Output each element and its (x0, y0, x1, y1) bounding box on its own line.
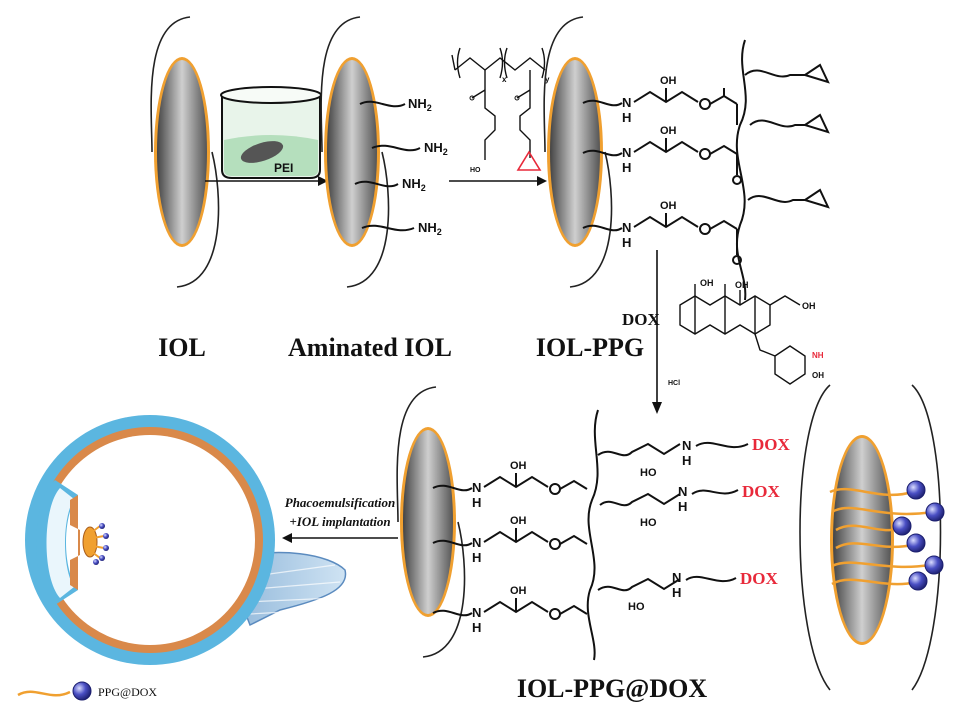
svg-text:H: H (472, 620, 481, 635)
svg-text:DOX: DOX (622, 310, 661, 329)
svg-text:N: N (472, 605, 481, 620)
svg-text:OH: OH (660, 125, 677, 137)
svg-text:NH2: NH2 (424, 140, 448, 157)
iol-ppg-dox: N H OH N H OH N H OH (396, 386, 791, 703)
svg-text:OH: OH (660, 75, 677, 87)
svg-text:DOX: DOX (742, 482, 781, 501)
eye-diagram (25, 415, 347, 665)
svg-text:OH: OH (812, 371, 824, 380)
svg-text:N: N (678, 484, 687, 499)
svg-text:H: H (672, 585, 681, 600)
iol-ppg: N H OH N H OH N H OH (536, 16, 830, 362)
svg-text:OH: OH (510, 460, 527, 472)
arrow-grafting (449, 176, 547, 186)
arrow-dox-loading (652, 250, 662, 414)
svg-text:+IOL implantation: +IOL implantation (289, 514, 390, 529)
svg-text:HO: HO (640, 467, 657, 479)
svg-text:HCl: HCl (668, 380, 680, 387)
svg-text:x: x (502, 75, 507, 84)
svg-text:N: N (472, 480, 481, 495)
svg-text:NH: NH (812, 351, 824, 360)
svg-text:OH: OH (660, 200, 677, 212)
arrow-implantation: Phacoemulsification +IOL implantation (282, 495, 398, 543)
svg-text:H: H (472, 550, 481, 565)
label-iol-ppg-dox: IOL-PPG@DOX (517, 674, 708, 703)
legend-label: PPG@DOX (98, 685, 157, 699)
svg-text:H: H (472, 495, 481, 510)
svg-text:N: N (622, 220, 631, 235)
pei-label: PEI (274, 161, 293, 175)
svg-text:HO: HO (470, 167, 481, 174)
label-aminated-iol: Aminated IOL (288, 333, 452, 362)
ppg-polymer-structure: x y HO (451, 47, 550, 174)
svg-text:OH: OH (802, 301, 816, 311)
svg-text:H: H (682, 453, 691, 468)
iol-plain: IOL (150, 16, 220, 362)
label-iol-ppg: IOL-PPG (536, 333, 644, 362)
svg-text:y: y (545, 75, 550, 84)
svg-text:H: H (678, 499, 687, 514)
svg-text:OH: OH (735, 280, 749, 290)
svg-text:OH: OH (700, 278, 714, 288)
svg-text:N: N (622, 145, 631, 160)
svg-text:HO: HO (640, 517, 657, 529)
dox-structure: DOX OH OH OH NH OH HCl (622, 278, 824, 387)
svg-text:HO: HO (628, 601, 645, 613)
svg-text:N: N (672, 570, 681, 585)
iol-aminated: NH2 NH2 NH2 NH2 Aminated IOL (288, 16, 452, 362)
svg-text:N: N (622, 95, 631, 110)
svg-text:OH: OH (510, 585, 527, 597)
svg-text:H: H (622, 160, 631, 175)
svg-text:N: N (682, 438, 691, 453)
svg-text:NH2: NH2 (402, 176, 426, 193)
svg-text:DOX: DOX (752, 435, 791, 454)
arrow-amination (205, 176, 328, 186)
legend-ppg-dox: PPG@DOX (17, 681, 157, 701)
svg-text:DOX: DOX (740, 569, 779, 588)
svg-text:OH: OH (510, 515, 527, 527)
label-iol: IOL (158, 333, 206, 362)
iol-with-dox-schematic (799, 384, 945, 691)
svg-text:Phacoemulsification: Phacoemulsification (285, 495, 396, 510)
pei-beaker: PEI (220, 86, 322, 179)
svg-text:NH2: NH2 (418, 220, 442, 237)
svg-text:H: H (622, 235, 631, 250)
svg-text:NH2: NH2 (408, 96, 432, 113)
svg-text:N: N (472, 535, 481, 550)
svg-text:H: H (622, 110, 631, 125)
